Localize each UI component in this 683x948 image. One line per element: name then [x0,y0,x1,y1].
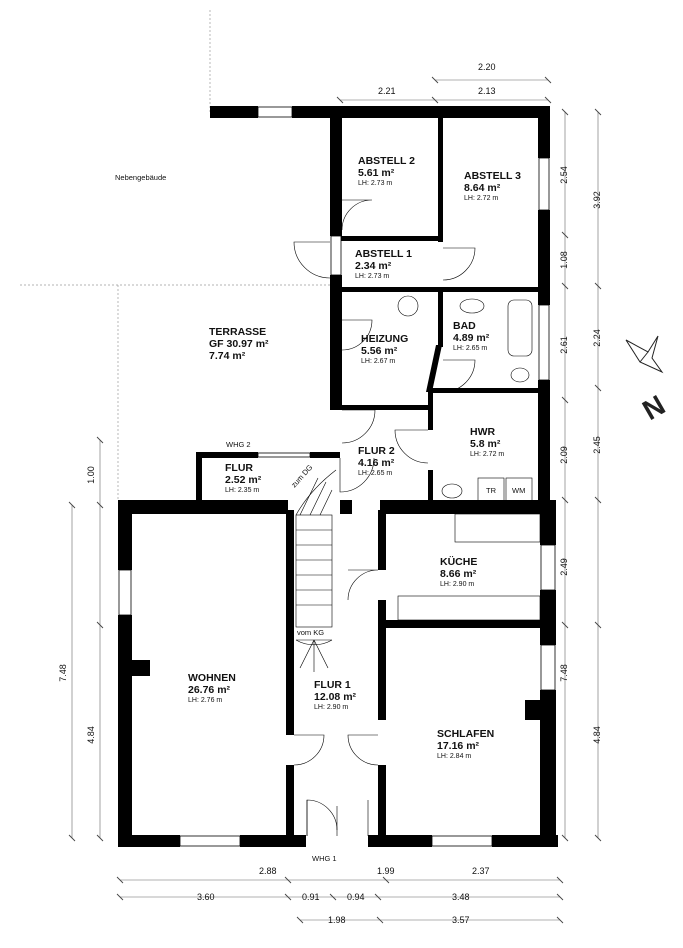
dim-right-5: 2.49 [558,558,569,576]
compass-arrow-icon [625,335,664,374]
dim-top-2: 2.21 [378,86,396,96]
room-hwr: HWR 5.8 m² LH: 2.72 m [470,426,504,459]
dim-bottom-3: 2.37 [472,866,490,876]
room-height: LH: 2.35 m [225,487,260,495]
room-name: FLUR 2 [358,445,395,457]
vom-kg-label: vom KG [297,628,325,637]
dim-left-1: 1.00 [85,466,96,484]
dim-right-6: 7.48 [558,664,569,682]
room-name: FLUR 1 [314,679,351,691]
room-area: 5.56 m² [361,345,398,358]
dimension-ticks [68,76,602,924]
room-height: LH: 2.65 m [453,345,488,353]
dim-bottom-8: 1.98 [328,915,346,925]
room-bad: BAD 4.89 m² LH: 2.65 m [453,320,489,353]
room-area: 8.64 m² [464,182,501,195]
room-area: 5.8 m² [470,438,501,451]
dim-right-3: 2.61 [558,336,569,354]
dim-bottom-2: 1.99 [377,866,395,876]
room-name: HEIZUNG [361,333,409,345]
room-area: 2.34 m² [355,260,392,273]
dim-right-outer-1: 3.92 [591,191,602,209]
room-area: 12.08 m² [314,691,357,704]
nebengebaeude-label: Nebengebäude [115,173,167,182]
room-name: ABSTELL 1 [355,248,412,260]
dim-right-1: 2.54 [558,166,569,184]
whg2-label: WHG 2 [226,440,251,449]
washer-label: WM [512,486,526,495]
room-height: LH: 2.90 m [440,581,475,589]
dim-right-2: 1.08 [558,251,569,269]
room-flur1: FLUR 1 12.08 m² LH: 2.90 m [314,679,356,712]
dim-bottom-1: 2.88 [259,866,277,876]
room-name: BAD [453,320,476,332]
terrasse-area2: 7.74 m² [209,350,246,363]
room-area: 17.16 m² [437,740,480,753]
room-name: WOHNEN [188,672,236,684]
room-area: 4.89 m² [453,332,490,345]
room-height: LH: 2.67 m [361,358,396,366]
room-height: LH: 2.90 m [314,704,349,712]
room-abstell3: ABSTELL 3 8.64 m² LH: 2.72 m [464,170,521,203]
room-height: LH: 2.72 m [470,451,505,459]
fixtures [397,295,541,621]
terrasse-area: GF 30.97 m² [209,338,269,351]
room-name: SCHLAFEN [437,728,495,740]
room-heizung: HEIZUNG 5.56 m² LH: 2.67 m [361,333,408,366]
dryer-label: TR [486,486,496,495]
room-height: LH: 2.65 m [358,470,393,478]
walls [118,106,558,847]
room-area: 8.66 m² [440,568,477,581]
dim-bottom-4: 3.60 [197,892,215,902]
whg1-label: WHG 1 [312,854,337,863]
room-area: 26.76 m² [188,684,231,697]
dim-right-4: 2.09 [558,446,569,464]
room-terrasse: TERRASSE GF 30.97 m² 7.74 m² [209,326,269,362]
room-schlafen: SCHLAFEN 17.16 m² LH: 2.84 m [437,728,494,761]
room-height: LH: 2.76 m [188,697,223,705]
room-height: LH: 2.72 m [464,195,499,203]
room-kueche: KÜCHE 8.66 m² LH: 2.90 m [440,556,477,589]
windows [118,106,556,847]
dim-top-1: 2.20 [478,62,496,72]
room-name: FLUR [225,462,253,474]
room-abstell1: ABSTELL 1 2.34 m² LH: 2.73 m [355,248,412,281]
room-height: LH: 2.73 m [358,180,393,188]
room-flur2: FLUR 2 4.16 m² LH: 2.65 m [358,445,395,478]
room-height: LH: 2.84 m [437,753,472,761]
room-area: 2.52 m² [225,474,262,487]
room-name: KÜCHE [440,556,478,568]
outline-dashed [20,10,330,500]
room-flur: FLUR 2.52 m² LH: 2.35 m [225,462,261,495]
room-name: ABSTELL 3 [464,170,521,182]
room-name: HWR [470,426,496,438]
dim-bottom-7: 3.48 [452,892,470,902]
room-area: 5.61 m² [358,167,395,180]
dim-right-outer-4: 4.84 [591,726,602,744]
room-height: LH: 2.73 m [355,273,390,281]
dim-left-3: 4.84 [85,726,96,744]
terrasse-name: TERRASSE [209,326,267,338]
doors [293,199,476,836]
dim-bottom-9: 3.57 [452,915,470,925]
room-wohnen: WOHNEN 26.76 m² LH: 2.76 m [188,672,236,705]
room-abstell2: ABSTELL 2 5.61 m² LH: 2.73 m [358,155,415,188]
room-area: 4.16 m² [358,457,395,470]
dim-right-outer-3: 2.45 [591,436,602,454]
room-name: ABSTELL 2 [358,155,415,167]
dim-top-3: 2.13 [478,86,496,96]
dim-left-2: 7.48 [57,664,68,682]
dimension-lines [71,79,599,921]
dim-right-outer-2: 2.24 [591,329,602,347]
staircase [295,469,337,672]
dim-bottom-5: 0.91 [302,892,320,902]
dim-bottom-6: 0.94 [347,892,365,902]
